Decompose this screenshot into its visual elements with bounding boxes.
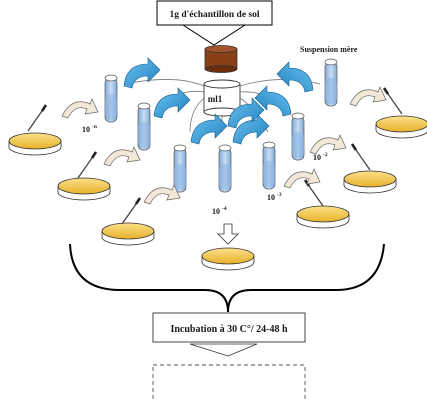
sample-label: 1g d'échantillon de sol xyxy=(170,10,260,20)
svg-text:10: 10 xyxy=(212,207,220,216)
blue-arrow-icon xyxy=(123,57,161,89)
dilution-label-4: 10 -2 xyxy=(313,152,328,162)
tube-1-icon xyxy=(104,74,118,123)
dilution-label-3: 10 -3 xyxy=(267,192,282,202)
ml1-bottle-icon xyxy=(203,79,241,117)
tube-3-icon xyxy=(173,144,187,193)
curved-arrow-icon xyxy=(349,86,387,107)
pipette-icon xyxy=(76,150,98,180)
tube-6-icon xyxy=(291,112,305,161)
tube-5-icon xyxy=(262,141,276,190)
incubation-box xyxy=(152,312,306,343)
brace-icon xyxy=(69,243,385,313)
curved-arrow-icon xyxy=(143,184,181,205)
ml1-label: ml1 xyxy=(208,94,223,104)
svg-text:-2: -2 xyxy=(323,152,328,158)
pipette-icon xyxy=(350,142,372,172)
tube-2-icon xyxy=(137,102,151,151)
sample-box xyxy=(156,0,273,26)
suspension-label: Suspension mère xyxy=(300,45,358,54)
incubation-label: Incubation à 30 C°/ 24-48 h xyxy=(170,324,288,335)
pipette-icon xyxy=(26,103,48,133)
result-arrow-icon xyxy=(189,343,258,357)
pipette-icon xyxy=(120,196,142,226)
petri-dish-1 xyxy=(8,103,62,156)
funnel-arrow-icon xyxy=(181,24,247,46)
result-box xyxy=(152,364,306,400)
petri-dish-5 xyxy=(296,178,350,229)
curved-arrow-icon xyxy=(309,134,347,155)
petri-dish-6 xyxy=(343,142,397,194)
svg-text:-n: -n xyxy=(92,124,97,130)
pipette-icon xyxy=(382,86,404,116)
tube-4-icon xyxy=(218,144,232,193)
petri-dish-4 xyxy=(201,247,255,271)
svg-text:-4: -4 xyxy=(222,206,227,212)
down-arrow-icon xyxy=(217,223,239,245)
tube-suspension-icon xyxy=(324,58,338,107)
soil-beaker-icon xyxy=(204,45,238,73)
svg-text:10: 10 xyxy=(267,193,275,202)
curved-arrow-icon xyxy=(103,146,141,167)
curved-arrow-icon xyxy=(283,168,321,189)
petri-dish-2 xyxy=(57,150,111,201)
dilution-label-2: 10 -4 xyxy=(212,206,227,216)
svg-text:10: 10 xyxy=(313,153,321,162)
svg-text:-3: -3 xyxy=(277,192,282,198)
dilution-label-1: 10 -n xyxy=(82,124,97,134)
curved-arrow-icon xyxy=(61,98,99,119)
blue-arrow-icon xyxy=(276,61,314,93)
petri-dish-3 xyxy=(101,196,155,246)
svg-text:10: 10 xyxy=(82,125,90,134)
